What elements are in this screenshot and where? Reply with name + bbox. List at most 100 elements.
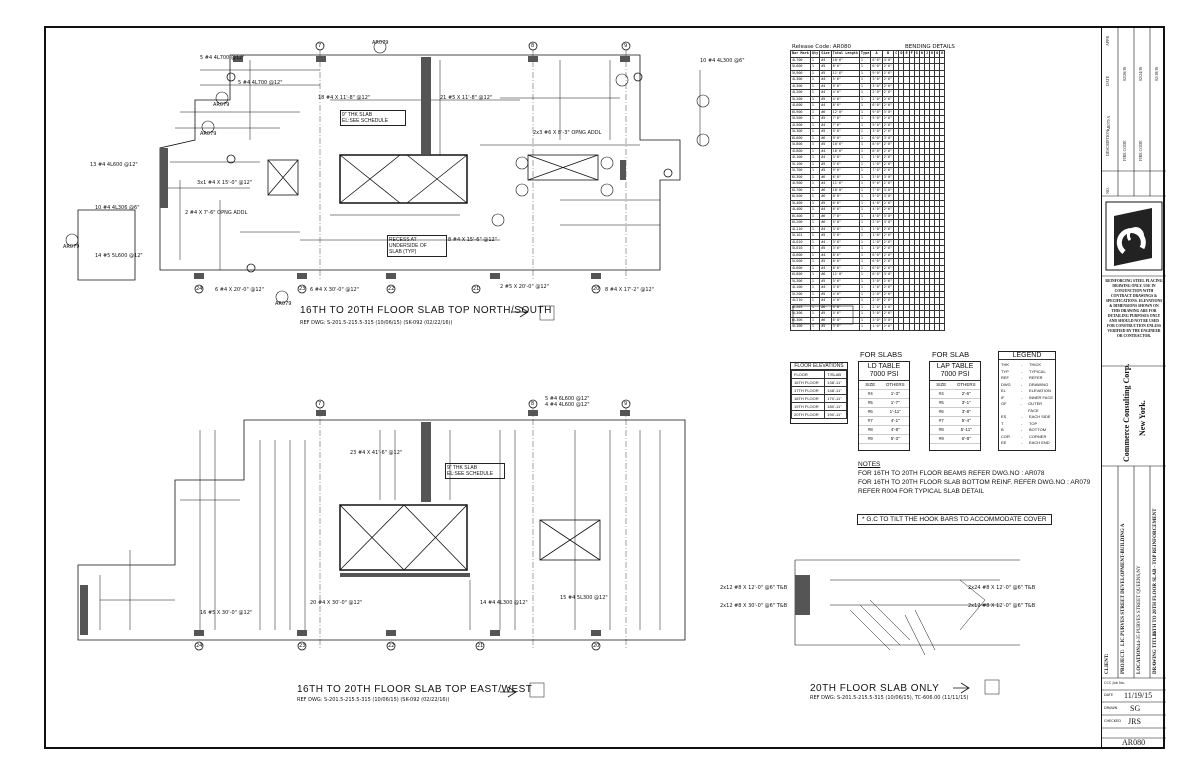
legend-row: B-BOTTOM — [1001, 427, 1053, 434]
value-cell: 6'-8" — [961, 436, 971, 441]
bending-cell: #4 — [819, 76, 832, 84]
size-cell: SIZE — [865, 382, 876, 387]
legend-meaning: OUTER FACE — [1028, 401, 1043, 413]
bending-cell: #4 — [819, 89, 832, 97]
lap-title: LAP TABLE — [936, 363, 974, 370]
section-label: AR079 — [63, 244, 80, 250]
drawing-sheet — [44, 26, 1165, 749]
table-header-row: SIZE OTHERS — [930, 381, 980, 390]
bending-cell: 1'0" — [870, 160, 883, 168]
grid-label: 7 — [318, 43, 322, 49]
drawing-number: AR080 — [1122, 738, 1146, 747]
bending-cell: 2'0" — [870, 89, 883, 97]
bending-cell: 4'0" — [881, 56, 895, 64]
size-cell: #9 — [867, 436, 873, 441]
bending-cell: 2'6" — [881, 69, 895, 77]
date-value: 11/19/15 — [1124, 691, 1153, 700]
bending-cell: 2'6" — [881, 232, 895, 240]
legend-meaning: ELEVATION — [1029, 388, 1051, 393]
bending-cell: 4'0" — [870, 212, 883, 220]
legend-abbr: TYP — [1001, 368, 1009, 374]
legend-separator: - — [1021, 388, 1023, 393]
legend-row: REF-REFER — [1001, 375, 1053, 382]
ld-title: LD TABLE — [867, 363, 901, 370]
bending-cell: 2'0" — [870, 219, 883, 227]
bending-cell: 2'6" — [881, 180, 895, 188]
rev-date: 02/18/16 — [1154, 66, 1159, 81]
bending-cell: 2'0" — [870, 303, 883, 311]
bending-cell: 2'6" — [881, 147, 895, 155]
legend-row: EE-EACH END — [1001, 440, 1053, 447]
bending-cell: 3'0" — [870, 316, 883, 324]
legend-abbr: EL — [1001, 388, 1006, 393]
bending-cell: 5'0" — [870, 115, 883, 123]
size-cell: #6 — [938, 409, 944, 414]
bending-cell: 3'0" — [881, 271, 895, 279]
drawing-title-label: DRAWING TITLE: — [1153, 631, 1158, 674]
checked-label: CHECKED — [1104, 719, 1121, 723]
floor-cell: 16TH FLOOR — [790, 378, 826, 387]
legend-row: IF-INNER FACE — [1001, 395, 1053, 402]
grid-label: 8 — [531, 401, 535, 407]
legend-title: LEGEND — [999, 352, 1055, 360]
bending-cell: 2'6" — [881, 128, 895, 136]
drawn-label: DRAWN — [1104, 706, 1118, 710]
grid-label: 9 — [624, 43, 628, 49]
grid-label: 7 — [318, 401, 322, 407]
bar-label: 14 #5 5L600 @12" — [95, 253, 143, 259]
bending-cell: 3'0" — [881, 212, 895, 220]
title-block: NO. DESCRIPTION DATE APPR FIRE CODE FIRE… — [1101, 26, 1166, 749]
bending-cell: 2'6" — [881, 199, 895, 207]
value-cell: OTHERS — [885, 382, 905, 387]
grid-label: 20 — [593, 286, 600, 292]
value-cell: 5'-4" — [961, 418, 971, 423]
bending-cell: 4'0" — [870, 206, 883, 214]
notes-block: NOTES FOR 16TH TO 20TH FLOOR BEAMS REFER… — [858, 460, 1090, 496]
elev-cell: 190'-11" — [824, 410, 847, 419]
bending-cell: #6 — [819, 108, 832, 116]
bending-cell: 2'0" — [870, 290, 883, 298]
checked-value: JRS — [1128, 717, 1141, 726]
value-cell: 4'-8" — [890, 427, 900, 432]
grid-label: 20 — [593, 643, 600, 649]
legend-row: T-TOP — [1001, 421, 1053, 428]
bending-cell: 1'0" — [870, 284, 883, 292]
size-cell: SIZE — [936, 382, 947, 387]
bending-cell: 3'6" — [830, 323, 860, 331]
bending-cell: 2'6" — [881, 323, 895, 331]
ew-slab-note: 9" THK SLAB EL:SEE SCHEDULE — [445, 463, 505, 479]
value-cell: OTHERS — [956, 382, 976, 387]
bending-cell: 5'0" — [870, 121, 883, 129]
bending-cell: 2'6" — [881, 284, 895, 292]
recess-note-line: SLAB (TYP) — [389, 249, 417, 255]
legend-abbr: REF — [1001, 375, 1009, 380]
elev-cell: 170'-11" — [824, 394, 847, 403]
bending-cell: 2'6" — [881, 310, 895, 318]
grid-label: 8 — [531, 43, 535, 49]
rev-desc: AR079 A — [1106, 115, 1111, 131]
rev-desc: FIRE CODE — [1138, 140, 1143, 161]
legend-abbr: THK — [1001, 362, 1009, 367]
size-cell: #9 — [938, 436, 944, 441]
bending-cell: 2'6" — [881, 89, 895, 97]
bending-cell: 2'6" — [881, 290, 895, 298]
bending-cell: 2'6" — [881, 141, 895, 149]
grid-label: 21 — [477, 643, 484, 649]
legend-abbr: ES — [1001, 414, 1007, 419]
bending-cell: 3'0" — [881, 193, 895, 201]
bending-cell: 2'6" — [881, 167, 895, 175]
